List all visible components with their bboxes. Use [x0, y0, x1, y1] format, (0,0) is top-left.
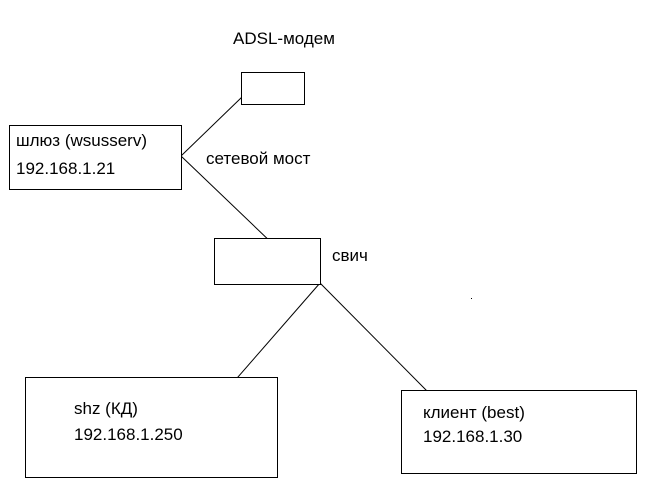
client-name: клиент (best) — [423, 403, 525, 422]
link-gateway-switch — [180, 155, 276, 247]
link-switch-server — [230, 282, 321, 386]
switch-box — [214, 238, 321, 285]
server-box: shz (КД) 192.168.1.250 — [25, 377, 278, 478]
server-name: shz (КД) — [74, 399, 138, 418]
client-ip: 192.168.1.30 — [423, 427, 523, 446]
server-ip: 192.168.1.250 — [74, 425, 183, 444]
client-box: клиент (best) 192.168.1.30 — [401, 390, 637, 474]
modem-box — [241, 72, 305, 105]
stray-dot — [471, 298, 472, 299]
modem-label: ADSL-модем — [233, 29, 335, 48]
link-gateway-modem — [180, 96, 243, 157]
gateway-name: шлюз (wsusserv) — [16, 131, 147, 150]
gateway-ip: 192.168.1.21 — [16, 159, 116, 178]
link-switch-client — [319, 282, 428, 392]
bridge-label: сетевой мост — [206, 149, 311, 168]
gateway-box: шлюз (wsusserv) 192.168.1.21 — [9, 125, 182, 190]
switch-label: свич — [332, 246, 368, 265]
